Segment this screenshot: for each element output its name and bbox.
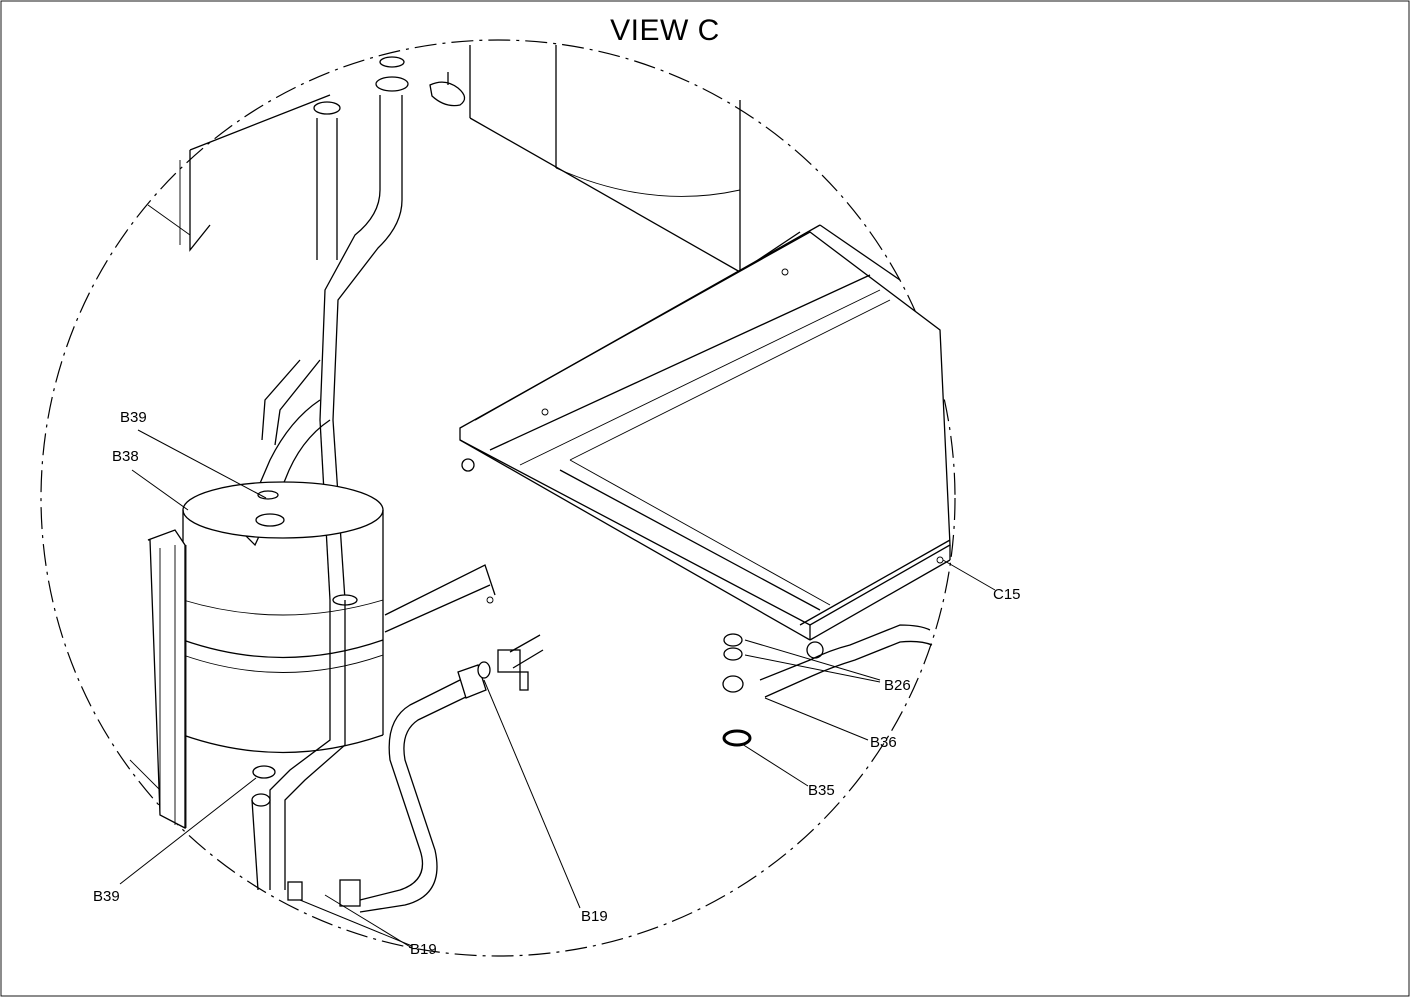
pipe-clamp xyxy=(429,72,466,107)
callout-b38: B38 xyxy=(112,448,139,465)
callout-b36: B36 xyxy=(870,734,897,751)
detail-circle xyxy=(40,39,956,957)
expansion-tank xyxy=(182,481,384,779)
callout-b35: B35 xyxy=(808,782,835,799)
view-title: VIEW C xyxy=(610,14,720,47)
flex-hose xyxy=(339,634,544,913)
callout-b26: B26 xyxy=(884,677,911,694)
drain-pipe xyxy=(251,600,346,901)
mounting-panel xyxy=(129,529,187,830)
callout-b39-top: B39 xyxy=(120,409,147,426)
callout-c15: C15 xyxy=(993,586,1021,603)
callout-b19-bottom: B19 xyxy=(410,941,437,958)
right-hose xyxy=(722,624,933,747)
vertical-pipes xyxy=(239,56,409,601)
callout-b19-right: B19 xyxy=(581,908,608,925)
wall-bracket xyxy=(147,94,331,252)
upper-cabinet xyxy=(469,45,801,273)
base-frame xyxy=(459,224,951,659)
callout-b39-bottom: B39 xyxy=(93,888,120,905)
leader-lines xyxy=(119,429,996,949)
tank-support-arm xyxy=(384,564,496,633)
